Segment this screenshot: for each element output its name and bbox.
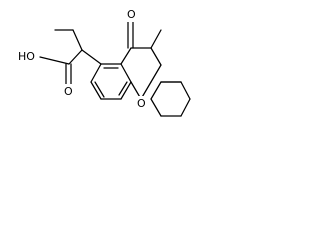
benzo-ring: [90, 63, 132, 100]
ethyl-group: [54, 29, 83, 51]
bond-ethyl-ch2-ch: [72, 29, 83, 51]
bond-methyl: [150, 29, 162, 49]
bond-pyran-c3-c2: [150, 47, 162, 66]
bond-benzo-4: [120, 81, 132, 100]
carboxylic-acid-group: [39, 49, 83, 85]
bond-ch-ring: [81, 49, 102, 65]
ketone-group: [127, 17, 134, 49]
bond-phenyl-2: [180, 98, 191, 117]
bond-ch-cooh: [68, 49, 83, 65]
phenyl-ring: [150, 81, 191, 117]
label-bg-acid-oxygen: [63, 84, 73, 98]
chemical-structure-diagram: HO O O O: [16, 8, 191, 117]
bond-benzo-4-inner: [118, 81, 128, 96]
bond-benzo-5: [120, 63, 132, 83]
atom-labels: HO O O O: [16, 8, 146, 110]
label-bg-ketone-oxygen: [126, 8, 136, 22]
bond-benzo-1: [90, 63, 102, 83]
bond-pyran-c4a-c4: [120, 47, 132, 65]
label-bg-ring-oxygen: [136, 96, 146, 110]
bond-phenyl-5: [150, 81, 162, 100]
bond-phenyl-1: [180, 81, 191, 100]
bond-pyran-c2-c1: [150, 64, 162, 83]
atom-label-hydroxyl: HO: [18, 50, 35, 63]
bond-benzo-2-inner: [94, 81, 105, 98]
atom-label-ketone-oxygen: O: [127, 8, 136, 21]
bond-c-oh: [39, 56, 70, 65]
atom-label-carbonyl-oxygen: O: [64, 85, 73, 98]
atom-label-ring-oxygen: O: [137, 97, 146, 110]
bond-phenyl-4: [150, 98, 162, 117]
label-bg-hydroxyl: [16, 49, 38, 63]
bond-benzo-2: [90, 81, 102, 100]
